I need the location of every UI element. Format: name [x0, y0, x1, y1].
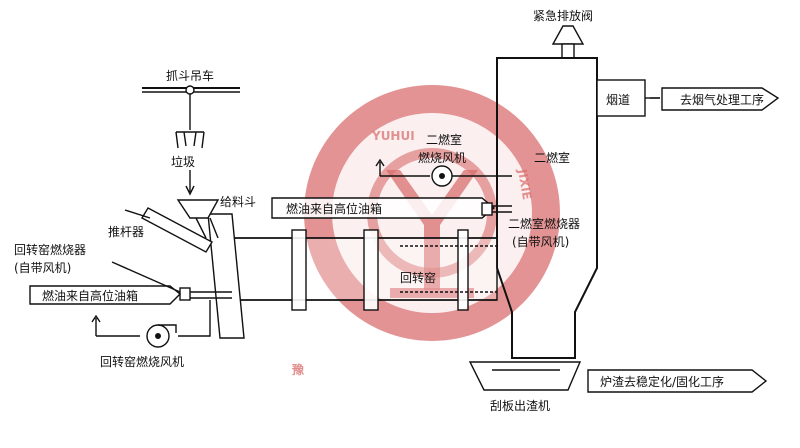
emergency-valve-cap-icon: [551, 25, 585, 45]
fuel-arrow-kiln: [29, 285, 182, 305]
label-fuel-secondary: 燃油来自高位油箱: [286, 201, 382, 216]
label-kiln-burner-1: 回转窑燃烧器: [14, 242, 86, 257]
label-garbage: 垃圾: [171, 154, 195, 169]
watermark-top-letters: YUHUI: [371, 129, 415, 143]
label-rotary-kiln: 回转窑: [400, 270, 436, 285]
label-secondary-fan-1: 二燃室: [426, 132, 462, 147]
label-secondary-fan-2: 燃烧风机: [418, 150, 466, 165]
watermark-char-left: 豫: [292, 362, 304, 377]
label-emergency-valve: 紧急排放阀: [533, 8, 593, 23]
pusher-icon: [141, 207, 213, 253]
to-flue-gas-arrow: [661, 87, 780, 111]
label-to-slag: 炉渣去稳定化/固化工序: [600, 374, 724, 389]
kiln-feed-head: [124, 199, 245, 339]
label-kiln-burner-2: (自带风机): [14, 261, 71, 275]
label-scraper: 刮板出渣机: [490, 399, 550, 413]
secondary-combustion-chamber: [496, 25, 598, 359]
label-fuel-kiln: 燃油来自高位油箱: [42, 288, 138, 303]
label-secondary-burner-1: 二燃室燃烧器: [508, 216, 580, 231]
label-kiln-fan: 回转窑燃烧风机: [100, 354, 184, 369]
label-secondary-burner-2: (自带风机): [512, 235, 569, 249]
scraper-conveyor: [468, 361, 768, 393]
rotary-kiln: [231, 229, 498, 311]
grab-bucket-icon: [175, 131, 205, 149]
label-to-flue-gas: 去烟气处理工序: [680, 92, 764, 107]
secondary-burner: [271, 197, 512, 219]
label-feed-hopper: 给料斗: [220, 195, 256, 209]
label-pusher: 推杆器: [108, 225, 144, 239]
label-flue: 烟道: [606, 93, 630, 107]
to-slag-arrow: [587, 369, 768, 393]
secondary-fan-assembly: [375, 158, 512, 187]
grab-crane: [142, 85, 240, 196]
flue-outlet: [596, 79, 780, 117]
label-grab-crane: 抓斗吊车: [166, 68, 214, 83]
kiln-combustion-fan-icon: [146, 324, 177, 348]
watermark-side-letters: JIXIE: [515, 167, 534, 201]
feed-hopper-icon: [176, 199, 220, 219]
kiln-burner: [29, 261, 232, 337]
label-secondary-chamber: 二燃室: [534, 150, 570, 165]
watermark-logo: YUHUI JIXIE 豫 晖: [292, 85, 560, 377]
